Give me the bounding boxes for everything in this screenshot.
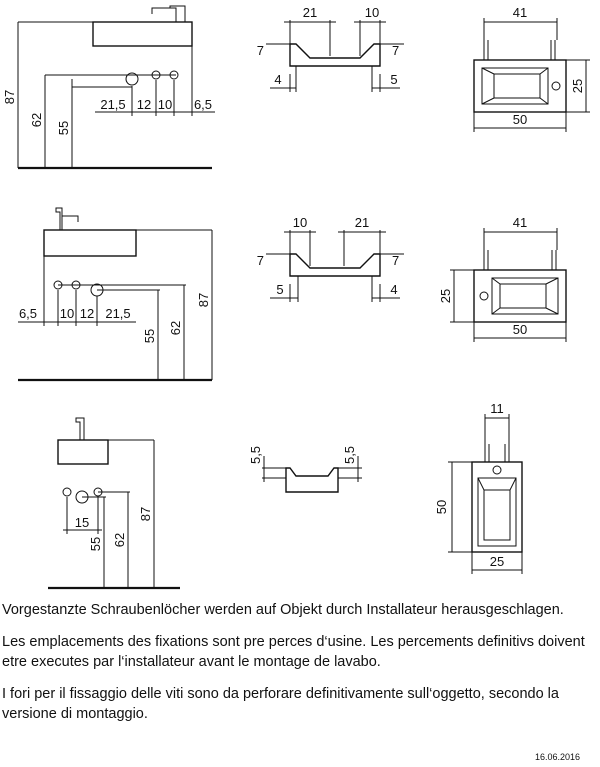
dim-height-87: 87 — [196, 293, 211, 307]
note-german: Vorgestanzte Schraubenlöcher werden auf … — [2, 602, 564, 618]
dim-horizontal-2: 10 — [60, 306, 74, 321]
drain-hole — [479, 291, 489, 301]
basin-body — [43, 229, 137, 257]
basin-top — [473, 269, 567, 323]
tap — [75, 417, 85, 440]
dim-bottom-left: 4 — [274, 72, 281, 87]
wall-bolts — [484, 444, 510, 462]
dim-horizontal-1: 15 — [75, 515, 89, 530]
wall-bolts — [483, 40, 556, 60]
dim-height-62: 62 — [168, 321, 183, 335]
dim-horizontal-3: 12 — [80, 306, 94, 321]
wall-bolts — [483, 250, 557, 270]
dim-horizontal-2: 12 — [137, 97, 151, 112]
dim-width-bottom: 50 — [513, 112, 527, 127]
dim-width-right: 21 — [355, 215, 369, 230]
dim-bottom-left: 5 — [276, 282, 283, 297]
dim-horizontal-4: 21,5 — [105, 306, 130, 321]
dim-height-62: 62 — [112, 533, 127, 547]
dim-width-top: 11 — [490, 401, 504, 416]
row2-side-view: 87 62 55 6,5 10 12 21,5 — [18, 207, 213, 382]
tap-spout — [151, 7, 170, 14]
notes: Vorgestanzte Schraubenlöcher werden auf … — [2, 600, 596, 736]
row1-section-view: 21 10 7 7 4 5 — [257, 5, 404, 92]
dim-width-bottom: 50 — [513, 322, 527, 337]
technical-drawing: 87 62 55 21,5 12 10 6,5 21 10 7 7 4 5 — [2, 5, 590, 590]
dim-height-55: 55 — [56, 121, 71, 135]
dim-height-left: 5,5 — [248, 446, 263, 464]
basin-body — [92, 21, 193, 47]
tap-spout — [62, 215, 79, 222]
dim-width-top: 41 — [513, 5, 527, 20]
note-italian: I fori per il fissaggio delle viti sono … — [2, 686, 559, 722]
dim-height-left: 7 — [257, 43, 264, 58]
drain-hole — [125, 72, 139, 86]
row2-top-view: 41 25 50 — [438, 215, 567, 342]
dim-height-87: 87 — [2, 90, 17, 104]
basin-body — [57, 439, 109, 465]
basin-section — [289, 253, 381, 277]
dim-height-right: 5,5 — [342, 446, 357, 464]
basin-top — [473, 59, 567, 113]
tap — [55, 207, 63, 230]
fixing-hole — [62, 487, 72, 497]
row3-section-view: 5,5 5,5 — [248, 446, 362, 493]
row1-side-view: 87 62 55 21,5 12 10 6,5 — [2, 5, 215, 170]
row3-top-view: 11 50 25 — [434, 401, 523, 574]
dim-width-right: 10 — [365, 5, 379, 20]
drain-hole — [492, 465, 502, 475]
dim-horizontal-1: 21,5 — [100, 97, 125, 112]
dim-height-right: 7 — [392, 43, 399, 58]
row2-section-view: 10 21 7 7 5 4 — [257, 215, 404, 302]
dim-height-55: 55 — [88, 537, 103, 551]
dim-horizontal-1: 6,5 — [19, 306, 37, 321]
basin-section — [285, 467, 339, 493]
dim-width-top: 41 — [513, 215, 527, 230]
tap — [169, 5, 186, 22]
dim-bottom-right: 5 — [390, 72, 397, 87]
basin-top — [471, 461, 523, 553]
dim-width-left: 21 — [303, 5, 317, 20]
dim-height-left: 7 — [257, 253, 264, 268]
dim-horizontal-3: 10 — [158, 97, 172, 112]
drain-hole — [551, 81, 561, 91]
dim-horizontal-4: 6,5 — [194, 97, 212, 112]
note-french: Les emplacements des fixations sont pre … — [2, 634, 585, 670]
document-date: 16.06.2016 — [534, 752, 580, 762]
row3-side-view: 87 62 55 15 — [48, 417, 180, 590]
row1-top-view: 41 25 50 — [473, 5, 590, 132]
dim-width-bottom: 25 — [490, 554, 504, 569]
dim-width-left: 10 — [293, 215, 307, 230]
dim-height-62: 62 — [29, 113, 44, 127]
dim-height-55: 55 — [142, 329, 157, 343]
dim-height-87: 87 — [138, 507, 153, 521]
dim-depth: 50 — [434, 500, 449, 514]
dim-depth: 25 — [570, 79, 585, 93]
dim-depth: 25 — [438, 289, 453, 303]
basin-section — [289, 43, 381, 67]
dim-height-right: 7 — [392, 253, 399, 268]
dim-bottom-right: 4 — [390, 282, 397, 297]
